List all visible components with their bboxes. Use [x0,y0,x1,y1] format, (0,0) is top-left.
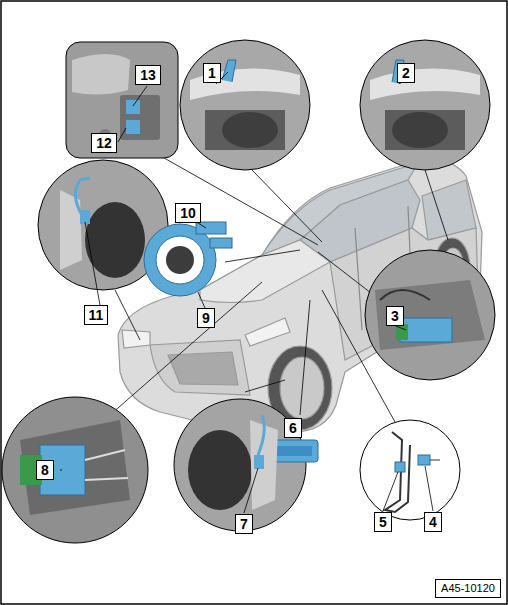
callout-number: 12 [91,133,117,153]
callout-number: 3 [386,306,404,326]
callout-number: 1 [203,63,221,83]
callout-number: 7 [235,514,253,534]
callout-number: 8 [36,460,54,480]
callout-number: 4 [424,512,442,532]
callout-number: 9 [197,308,215,328]
callout-number: 2 [397,63,415,83]
callout-number: 11 [84,305,109,325]
callout-number: 13 [135,65,161,85]
callout-number: 6 [284,418,302,438]
figure-number: A45-10120 [435,579,501,598]
callout-number: 10 [175,203,201,223]
callout-number: 5 [374,512,392,532]
